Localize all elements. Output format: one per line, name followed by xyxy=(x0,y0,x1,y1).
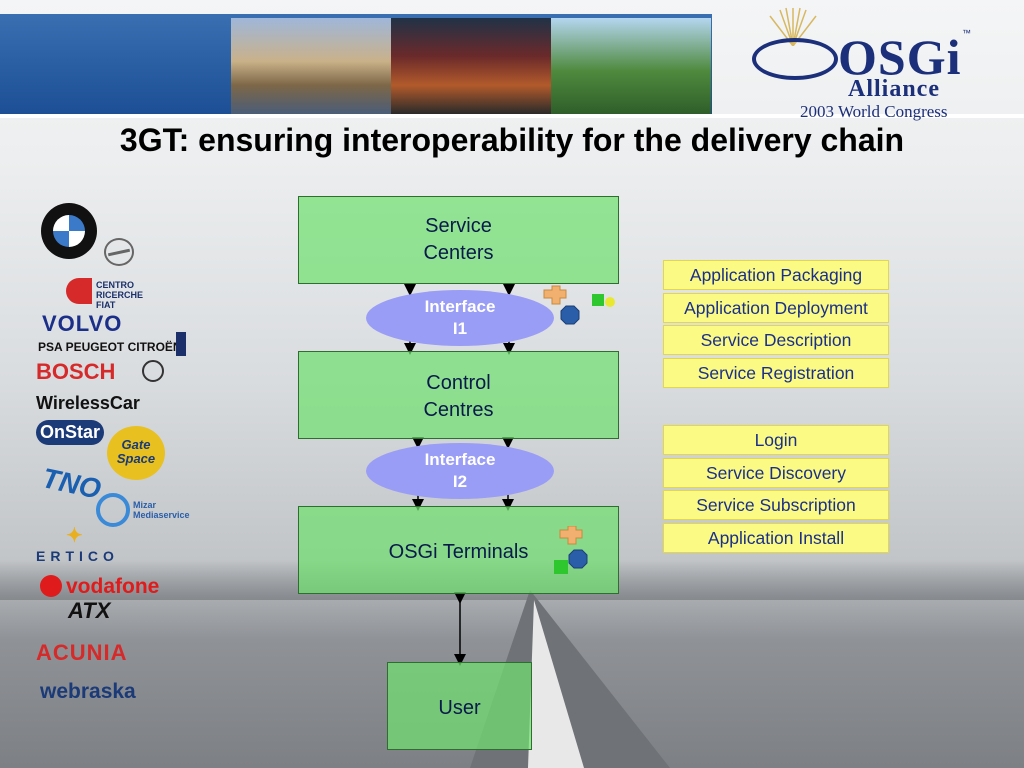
list-item: Application Install xyxy=(663,522,889,553)
logo-trademark: ™ xyxy=(962,28,971,38)
list-item: Service Registration xyxy=(663,357,889,388)
webraska-logo: webraska xyxy=(40,680,136,703)
bmw-logo xyxy=(41,203,97,259)
list-item: Application Packaging xyxy=(663,260,889,290)
header-photo-fountain xyxy=(551,18,711,114)
interface-i1-ellipse: Interface I1 xyxy=(366,290,554,346)
osgi-logo: OSGi ™ Alliance 2003 World Congress xyxy=(748,6,978,122)
control-centres-box: Control Centres xyxy=(298,351,619,439)
user-box: User xyxy=(387,662,532,750)
interface-i2-ellipse: Interface I2 xyxy=(366,443,554,499)
terminal-bundles-icon xyxy=(554,526,588,574)
wirelesscar-logo: WirelessCar xyxy=(36,393,140,413)
onstar-logo: OnStar xyxy=(36,420,105,445)
service-centers-box: Service Centers xyxy=(298,196,619,284)
bundle-pieces-icon xyxy=(543,285,615,325)
list-item: Login xyxy=(663,425,889,455)
list-item: Service Discovery xyxy=(663,457,889,488)
acunia-logo: ACUNIA xyxy=(36,640,128,665)
background-road-line xyxy=(528,600,584,768)
logo-ring-icon xyxy=(752,38,838,80)
crf-logo-text: CENTRO RICERCHE FIAT xyxy=(96,280,144,310)
logo-alliance-text: Alliance xyxy=(848,76,940,102)
crf-logo-mark xyxy=(66,278,92,304)
logo-congress-text: 2003 World Congress xyxy=(800,102,948,121)
mizar-logo-icon xyxy=(96,493,130,527)
bosch-armature-icon xyxy=(142,360,164,382)
psa-flag-icon xyxy=(176,332,186,356)
slide-title: 3GT: ensuring interoperability for the d… xyxy=(119,122,905,158)
ertico-mark-icon: ✦ xyxy=(66,525,83,547)
opel-logo-icon xyxy=(104,238,134,266)
atx-logo: ATX xyxy=(68,598,111,623)
vodafone-logo: vodafone xyxy=(66,575,160,598)
logo-osgi-text: OSGi xyxy=(838,29,962,85)
header-photo-cinema xyxy=(391,18,551,114)
osgi-terminals-box: OSGi Terminals xyxy=(298,506,619,594)
list-item: Service Description xyxy=(663,325,889,356)
vodafone-mark-icon xyxy=(40,575,62,597)
header-photo-city xyxy=(231,18,391,114)
mizar-logo-text: Mizar Mediaservice xyxy=(133,500,190,520)
i2-functions-list: Login Service Discovery Service Subscrip… xyxy=(663,425,889,555)
i1-functions-list: Application Packaging Application Deploy… xyxy=(663,260,889,390)
list-item: Service Subscription xyxy=(663,490,889,521)
ertico-logo: ERTICO xyxy=(36,548,119,564)
bosch-logo: BOSCH xyxy=(36,359,116,384)
volvo-logo: VOLVO xyxy=(42,311,123,336)
list-item: Application Deployment xyxy=(663,292,889,323)
psa-logo: PSA PEUGEOT CITROËN xyxy=(38,340,182,354)
header-divider xyxy=(0,114,1024,118)
gatespace-logo: Gate Space xyxy=(107,426,165,480)
